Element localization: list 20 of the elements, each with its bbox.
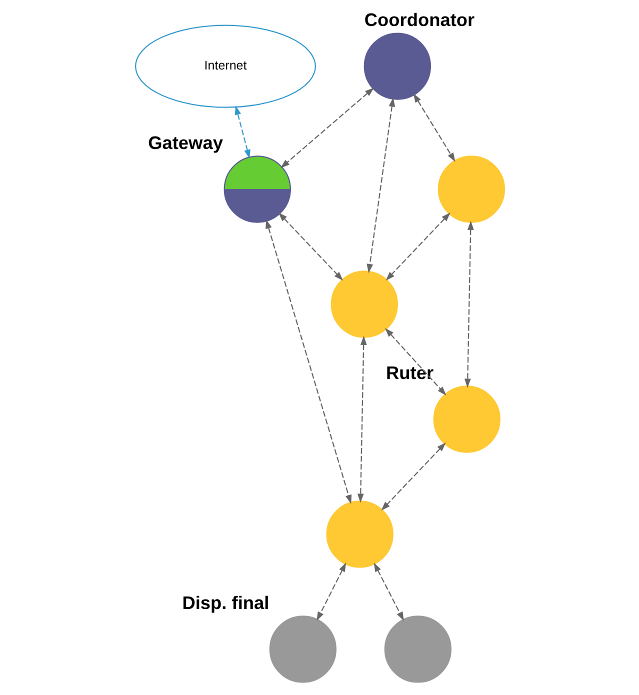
arrow [234, 106, 250, 159]
node-label: Disp. final [182, 593, 269, 614]
arrow [384, 328, 446, 396]
node-circle [384, 616, 451, 683]
arrow [278, 212, 343, 281]
arrow [385, 212, 450, 281]
arrow [265, 219, 352, 504]
node-label: Coordonator [364, 10, 474, 30]
node-label: Ruter [386, 363, 434, 384]
arrow [280, 88, 374, 168]
arrow [366, 98, 395, 274]
arrow [412, 93, 455, 162]
arrow [464, 220, 474, 388]
node-ellipse: Internet [134, 24, 316, 108]
arrow [316, 562, 346, 621]
arrow [373, 562, 404, 621]
arrow [380, 442, 446, 511]
node-label: Gateway [148, 133, 222, 154]
arrow [356, 336, 366, 503]
node-circle [268, 616, 336, 683]
